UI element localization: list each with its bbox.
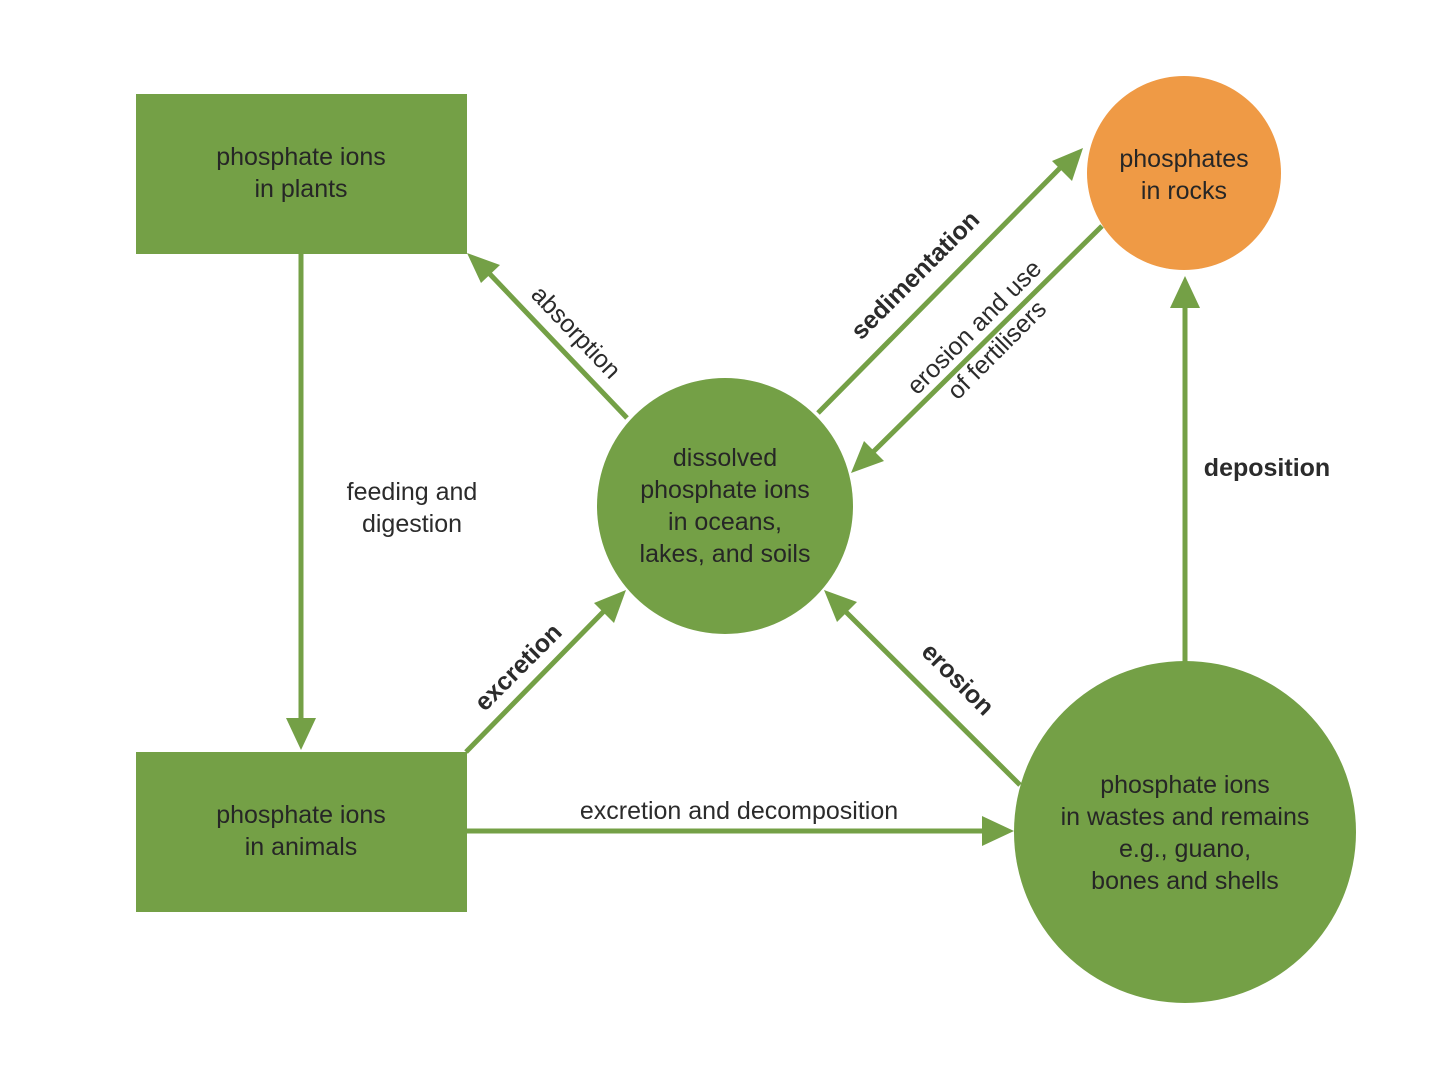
- arrow-plants-to-animals: [286, 254, 316, 750]
- label-absorption: absorption: [525, 281, 626, 385]
- node-animals-line2: in animals: [245, 833, 358, 861]
- node-dissolved-line4: lakes, and soils: [640, 540, 811, 568]
- node-rocks-line2: in rocks: [1141, 177, 1227, 205]
- node-animals-line1: phosphate ions: [216, 801, 386, 829]
- node-dissolved-circle: [597, 378, 853, 634]
- node-plants-line2: in plants: [254, 175, 347, 203]
- label-feeding-and-digestion: feeding and digestion: [347, 478, 478, 538]
- node-wastes-line3: e.g., guano,: [1119, 835, 1251, 863]
- node-dissolved-line2: phosphate ions: [640, 476, 810, 504]
- node-plants-line1: phosphate ions: [216, 143, 386, 171]
- arrow-animals-to-wastes: [466, 816, 1014, 846]
- arrow-wastes-to-rocks: [1170, 276, 1200, 662]
- node-rocks: phosphates in rocks: [1087, 76, 1281, 270]
- node-plants-box: [136, 94, 467, 254]
- node-wastes-line2: in wastes and remains: [1061, 803, 1310, 831]
- arrow-animals-to-dissolved: [464, 590, 626, 754]
- label-excretion-and-decomposition: excretion and decomposition: [580, 797, 898, 825]
- arrow-dissolved-to-plants: [467, 253, 629, 420]
- node-wastes-circle: [1014, 661, 1356, 1003]
- node-wastes-line4: bones and shells: [1091, 867, 1279, 895]
- node-wastes-line1: phosphate ions: [1100, 771, 1270, 799]
- node-rocks-line1: phosphates: [1119, 145, 1248, 173]
- arrow-rocks-to-dissolved: [851, 224, 1104, 473]
- node-dissolved: dissolved phosphate ions in oceans, lake…: [597, 378, 853, 634]
- label-feeding-line2: digestion: [362, 510, 462, 538]
- label-feeding-line1: feeding and: [347, 478, 478, 506]
- node-wastes: phosphate ions in wastes and remains e.g…: [1014, 661, 1356, 1003]
- node-animals-box: [136, 752, 467, 912]
- node-animals: phosphate ions in animals: [136, 752, 467, 912]
- node-rocks-circle: [1087, 76, 1281, 270]
- node-dissolved-line3: in oceans,: [668, 508, 782, 536]
- arrow-dissolved-to-rocks: [816, 148, 1083, 415]
- node-dissolved-line1: dissolved: [673, 444, 777, 472]
- node-plants: phosphate ions in plants: [136, 94, 467, 254]
- label-erosion: erosion: [916, 638, 1000, 722]
- arrow-wastes-to-dissolved: [824, 590, 1022, 787]
- label-deposition: deposition: [1204, 454, 1330, 482]
